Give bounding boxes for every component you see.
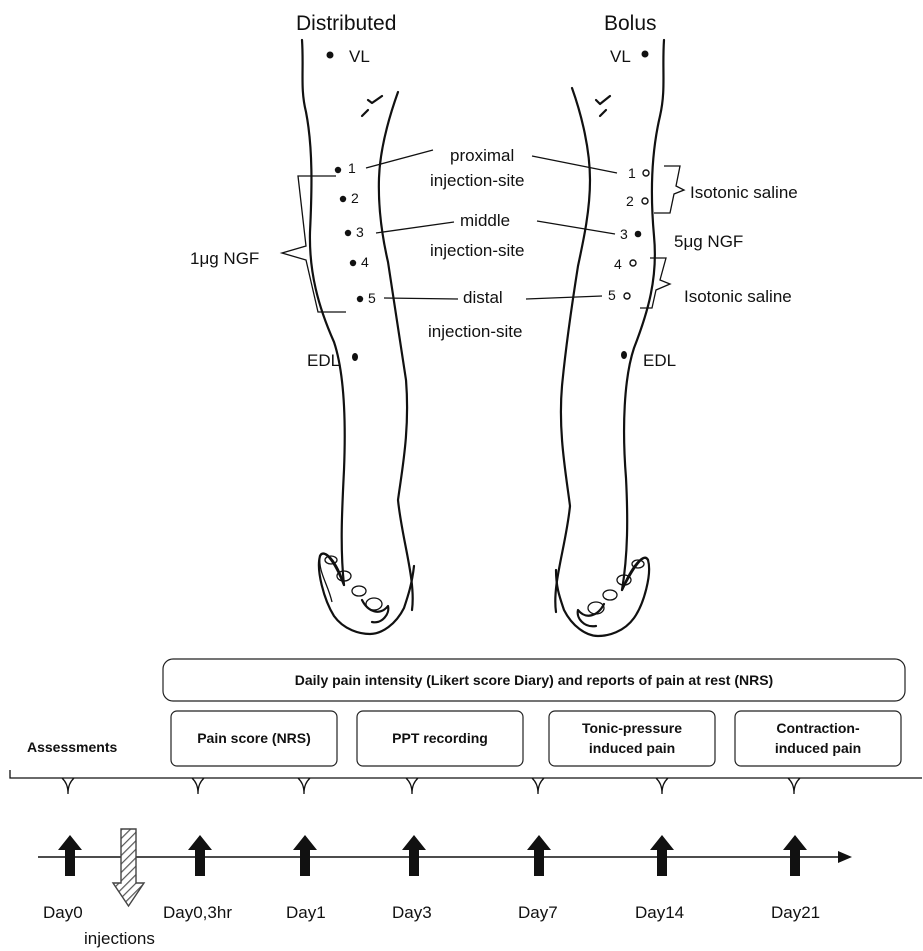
left-dose-brace <box>282 176 346 312</box>
day0-label: Day0 <box>43 903 83 922</box>
time-axis-arrowhead <box>838 851 852 863</box>
day-arrows <box>58 835 807 876</box>
ppt-recording-text: PPT recording <box>392 730 488 746</box>
day21-label: Day21 <box>771 903 820 922</box>
right-site-1-dot <box>643 170 649 176</box>
proximal-label: proximal <box>450 146 514 165</box>
left-site-2-num: 2 <box>351 190 359 206</box>
right-site-1-num: 1 <box>628 165 636 181</box>
left-leg-drawing <box>302 40 414 634</box>
pain-score-text: Pain score (NRS) <box>197 730 311 746</box>
tonic-pressure-text-2: induced pain <box>589 740 675 756</box>
bolus-title: Bolus <box>604 12 657 35</box>
daily-diary-text: Daily pain intensity (Likert score Diary… <box>295 672 773 688</box>
right-site-5-num: 5 <box>608 287 616 303</box>
right-site-4-dot <box>630 260 636 266</box>
day7-arrow <box>527 835 551 876</box>
saline-upper-label: Isotonic saline <box>690 183 798 202</box>
right-site-4-num: 4 <box>614 256 622 272</box>
left-site-5-dot <box>357 296 363 302</box>
day1-label: Day1 <box>286 903 326 922</box>
left-site-2-dot <box>340 196 346 202</box>
day14-arrow <box>650 835 674 876</box>
right-site-2-num: 2 <box>626 193 634 209</box>
right-site-2-dot <box>642 198 648 204</box>
middle-sublabel: injection-site <box>430 241 525 260</box>
injections-arrow <box>113 829 144 906</box>
vl-left-label: VL <box>349 47 370 66</box>
right-site-3-num: 3 <box>620 226 628 242</box>
edl-left-marker <box>352 353 358 361</box>
day3-label: Day3 <box>392 903 432 922</box>
day0-3hr-label: Day0,3hr <box>163 903 232 922</box>
day14-label: Day14 <box>635 903 684 922</box>
day3-arrow <box>402 835 426 876</box>
day21-arrow <box>783 835 807 876</box>
distal-label: distal <box>463 288 503 307</box>
edl-left-label: EDL <box>307 351 340 370</box>
assessment-bracket <box>10 770 922 794</box>
vl-right-dot <box>642 51 649 58</box>
middle-label: middle <box>460 211 510 230</box>
tonic-pressure-text-1: Tonic-pressure <box>582 720 682 736</box>
contraction-text-1: Contraction- <box>776 720 860 736</box>
right-dose-label: 5μg NGF <box>674 232 743 251</box>
vl-right-label: VL <box>610 47 631 66</box>
left-injection-points: 1 2 3 4 5 <box>335 160 376 306</box>
distributed-title: Distributed <box>296 12 396 35</box>
distal-sublabel: injection-site <box>428 322 523 341</box>
left-site-3-dot <box>345 230 351 236</box>
left-site-4-dot <box>350 260 356 266</box>
day7-label: Day7 <box>518 903 558 922</box>
contraction-text-2: induced pain <box>775 740 861 756</box>
saline-upper-brace <box>654 166 684 213</box>
edl-right-label: EDL <box>643 351 676 370</box>
saline-lower-label: Isotonic saline <box>684 287 792 306</box>
left-site-1-num: 1 <box>348 160 356 176</box>
proximal-sublabel: injection-site <box>430 171 525 190</box>
vl-left-dot <box>327 52 334 59</box>
edl-right-marker <box>621 351 627 359</box>
right-site-3-dot <box>635 231 642 238</box>
day0-arrow <box>58 835 82 876</box>
left-site-5-num: 5 <box>368 290 376 306</box>
right-site-5-dot <box>624 293 630 299</box>
left-dose-label: 1μg NGF <box>190 249 259 268</box>
right-leg-drawing <box>555 40 664 636</box>
left-site-4-num: 4 <box>361 254 369 270</box>
left-site-1-dot <box>335 167 341 173</box>
injections-label: injections <box>84 929 155 948</box>
assessments-label: Assessments <box>27 739 117 755</box>
left-site-3-num: 3 <box>356 224 364 240</box>
day1-arrow <box>293 835 317 876</box>
day0-3hr-arrow <box>188 835 212 876</box>
